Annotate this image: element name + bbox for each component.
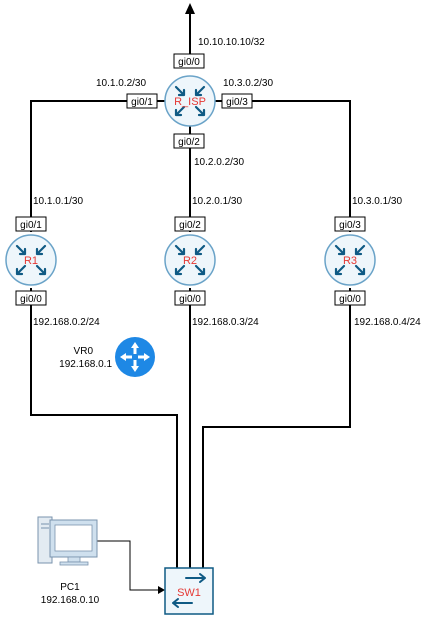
r2-port-bottom: gi0/0: [174, 290, 206, 306]
r-isp-port-left: gi0/1: [126, 93, 158, 109]
link-risp-r3: [215, 100, 351, 232]
r1-top-address: 10.1.0.1/30: [33, 196, 83, 207]
svg-text:gi0/3: gi0/3: [226, 97, 248, 108]
svg-text:gi0/2: gi0/2: [178, 137, 200, 148]
virtual-router-icon: [115, 337, 155, 377]
vr0-name: VR0: [74, 346, 94, 357]
pc1-address: 192.168.0.10: [41, 595, 100, 606]
uplink-address: 10.10.10.10/32: [198, 37, 265, 48]
router-r3-label: R3: [343, 255, 357, 267]
pc1[interactable]: PC1 192.168.0.10: [37, 516, 100, 606]
svg-text:gi0/0: gi0/0: [20, 294, 42, 305]
r-isp-right-address: 10.3.0.2/30: [223, 78, 273, 89]
link-r3-sw1: [202, 288, 351, 568]
router-r2[interactable]: R2: [164, 234, 216, 286]
router-r2-label: R2: [183, 255, 197, 267]
vr0-address: 192.168.0.1: [59, 359, 112, 370]
svg-text:gi0/2: gi0/2: [179, 220, 201, 231]
router-r1-label: R1: [24, 255, 38, 267]
r2-lan-address: 192.168.0.3/24: [192, 317, 259, 328]
pc1-name: PC1: [60, 582, 80, 593]
router-r-isp[interactable]: R_ISP: [164, 75, 216, 127]
r3-port-top: gi0/3: [334, 216, 366, 232]
link-r1-sw1: [30, 288, 178, 568]
r3-top-address: 10.3.0.1/30: [352, 196, 402, 207]
desktop-pc-icon: [37, 516, 98, 566]
r1-lan-address: 192.168.0.2/24: [33, 317, 100, 328]
link-risp-r1: [30, 100, 165, 232]
r-isp-port-top: gi0/0: [173, 53, 205, 69]
r-isp-left-address: 10.1.0.2/30: [96, 78, 146, 89]
links: [30, 12, 351, 568]
svg-text:gi0/1: gi0/1: [20, 220, 42, 231]
r-isp-bottom-address: 10.2.0.2/30: [194, 157, 244, 168]
svg-text:gi0/1: gi0/1: [131, 97, 153, 108]
router-r1[interactable]: R1: [5, 234, 57, 286]
r1-port-top: gi0/1: [15, 216, 47, 232]
r-isp-port-bottom: gi0/2: [173, 133, 205, 149]
r3-port-bottom: gi0/0: [334, 290, 366, 306]
router-r-isp-label: R_ISP: [174, 96, 206, 108]
svg-text:gi0/0: gi0/0: [179, 294, 201, 305]
sw1-label: SW1: [177, 587, 201, 599]
switch-icon: [164, 567, 214, 615]
r-isp-port-right: gi0/3: [221, 93, 253, 109]
pc1-link: [97, 540, 165, 594]
virtual-router-vr0[interactable]: VR0 192.168.0.1: [59, 337, 155, 377]
uplink-arrowhead: [185, 3, 195, 14]
svg-text:gi0/0: gi0/0: [178, 57, 200, 68]
r2-port-top: gi0/2: [174, 216, 206, 232]
svg-text:gi0/3: gi0/3: [339, 220, 361, 231]
r3-lan-address: 192.168.0.4/24: [354, 317, 421, 328]
r2-top-address: 10.2.0.1/30: [192, 196, 242, 207]
router-r3[interactable]: R3: [324, 234, 376, 286]
switch-sw1[interactable]: SW1: [164, 567, 214, 615]
svg-text:gi0/0: gi0/0: [339, 294, 361, 305]
r1-port-bottom: gi0/0: [15, 290, 47, 306]
